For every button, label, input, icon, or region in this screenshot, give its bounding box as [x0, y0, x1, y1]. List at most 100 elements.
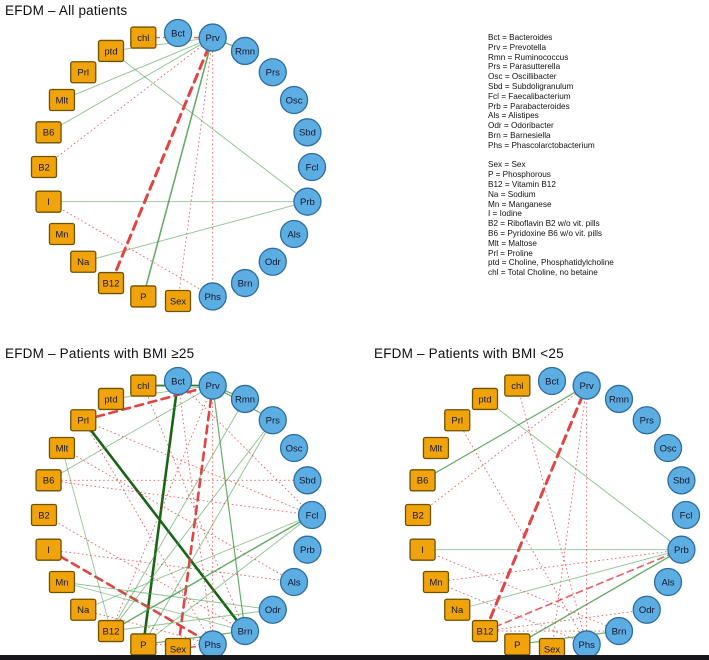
node-label-Prs: Prs: [266, 68, 281, 79]
edge-B12-Odr: [110, 609, 273, 632]
node-label-Bct: Bct: [545, 376, 559, 387]
node-label-Mn: Mn: [55, 577, 68, 588]
node-Prl: Prl: [70, 409, 97, 432]
node-I: I: [409, 538, 436, 561]
node-label-Phs: Phs: [578, 640, 595, 651]
legend-entry: Sex = Sex: [488, 160, 526, 170]
node-Als: Als: [279, 567, 309, 597]
node-label-B12: B12: [103, 626, 120, 637]
nutrient-square-icon: [48, 88, 76, 112]
nutrient-square-icon: [48, 436, 76, 460]
node-label-Na: Na: [77, 257, 90, 268]
bacteria-circle-icon: [632, 406, 661, 435]
nutrient-square-icon: [444, 598, 471, 621]
node-Prl: Prl: [70, 61, 97, 84]
bacteria-circle-icon: [230, 268, 260, 298]
node-label-Rmn: Rmn: [609, 394, 629, 405]
node-Fcl: Fcl: [297, 500, 327, 530]
node-label-Als: Als: [287, 577, 300, 588]
edge-Prl-Phs: [82, 420, 214, 645]
nutrient-square-icon: [70, 409, 97, 432]
node-label-B2: B2: [38, 162, 50, 173]
edge-Na-Prb: [457, 549, 682, 611]
node-label-B6: B6: [417, 476, 429, 487]
node-label-Rmn: Rmn: [235, 46, 255, 57]
edge-Mlt-B12: [61, 447, 112, 632]
node-Fcl: Fcl: [671, 500, 701, 530]
bacteria-circle-icon: [537, 366, 567, 396]
node-Prb: Prb: [293, 535, 322, 564]
edge-Mn-Brn: [61, 581, 246, 632]
legend-entry: Brn = Barnesiella: [488, 130, 551, 140]
node-label-Fcl: Fcl: [306, 162, 319, 173]
node-Prb: Prb: [293, 187, 322, 216]
edge-Prl-Brn: [82, 419, 247, 632]
node-label-Odr: Odr: [265, 605, 281, 616]
legend-entry: B12 = Vitamin B12: [488, 179, 556, 189]
node-label-Na: Na: [77, 605, 90, 616]
node-label-ptd: ptd: [104, 394, 117, 405]
nutrient-square-icon: [164, 289, 192, 313]
node-P: P: [130, 285, 157, 308]
edge-Prl-Fcl: [83, 419, 313, 516]
nutrient-square-icon: [471, 619, 499, 643]
node-Bct: Bct: [537, 366, 567, 396]
legend-entry: ptd = Choline, Phosphatidylcholine: [488, 258, 614, 268]
node-Sbd: Sbd: [667, 466, 696, 495]
edge-P-Prb: [516, 549, 682, 646]
node-B6: B6: [35, 121, 62, 144]
bacteria-circle-icon: [671, 500, 701, 530]
node-label-Sbd: Sbd: [673, 476, 690, 487]
nutrient-square-icon: [504, 633, 531, 656]
node-label-B2: B2: [38, 510, 50, 521]
node-Mlt: Mlt: [422, 436, 450, 460]
node-Brn: Brn: [230, 616, 260, 646]
edge-Mn-Prb: [435, 549, 682, 583]
node-Prl: Prl: [444, 409, 471, 432]
edge-P-Brn: [517, 630, 620, 646]
bacteria-circle-icon: [293, 187, 322, 216]
bacteria-circle-icon: [632, 595, 661, 624]
node-Brn: Brn: [230, 268, 260, 298]
nutrient-square-icon: [35, 538, 62, 561]
node-label-Mn: Mn: [55, 229, 68, 240]
edge-Mn-Odr: [61, 581, 273, 611]
node-label-I: I: [47, 197, 50, 208]
node-label-ptd: ptd: [478, 394, 491, 405]
bacteria-circle-icon: [258, 595, 287, 624]
bacteria-circle-icon: [293, 535, 322, 564]
node-P: P: [130, 633, 157, 656]
node-label-B6: B6: [43, 128, 55, 139]
bacteria-circle-icon: [604, 384, 634, 414]
bacteria-circle-icon: [230, 384, 260, 414]
bacteria-circle-icon: [297, 500, 327, 530]
node-label-Brn: Brn: [238, 626, 253, 637]
node-Mlt: Mlt: [48, 88, 76, 112]
bacteria-circle-icon: [279, 567, 309, 597]
node-B2: B2: [30, 155, 58, 179]
node-Odr: Odr: [258, 247, 287, 276]
node-label-B12: B12: [103, 278, 120, 289]
nutrient-square-icon: [97, 619, 125, 643]
node-label-Mlt: Mlt: [56, 95, 69, 106]
node-label-Sbd: Sbd: [299, 476, 316, 487]
legend-entry: Prl = Proline: [488, 248, 533, 258]
node-label-Prv: Prv: [206, 33, 221, 44]
node-label-Prl: Prl: [77, 68, 89, 79]
edge-B12-Prv: [109, 36, 215, 285]
nutrient-square-icon: [48, 222, 76, 246]
network-title-all-patients: EFDM – All patients: [5, 3, 128, 18]
node-label-Fcl: Fcl: [306, 510, 319, 521]
bacteria-circle-icon: [293, 118, 322, 147]
edge-Na-Phs: [83, 609, 213, 645]
bacteria-circle-icon: [653, 567, 683, 597]
legend-entry: Prv = Prevotella: [488, 42, 547, 52]
legend-entry: Sbd = Subdoligranulum: [488, 81, 574, 91]
legend-entry: chl = Total Choline, no betaine: [488, 268, 598, 278]
node-ptd: ptd: [471, 387, 499, 411]
nutrient-square-icon: [30, 155, 58, 179]
